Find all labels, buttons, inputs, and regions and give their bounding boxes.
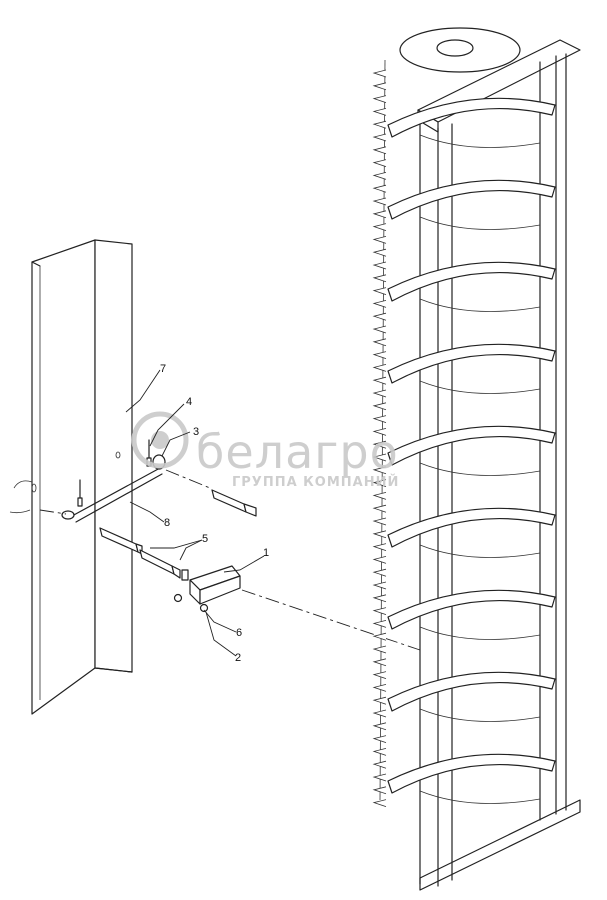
rotor-tooth (372, 671, 387, 679)
auger-flight-edge (419, 790, 541, 804)
rotor-tooth (372, 146, 387, 155)
rotor-tooth (372, 274, 387, 283)
assembly-lines (39, 469, 421, 651)
rotor-tooth (372, 248, 387, 257)
rotor-tooth (372, 709, 387, 718)
rotor-tooth (372, 543, 387, 551)
rotor-tooth (372, 223, 387, 231)
callout-4: 4 (186, 396, 192, 408)
rotor-tooth (372, 530, 387, 539)
rotor-tooth (372, 287, 387, 295)
callout-8: 8 (164, 517, 170, 529)
watermark-brand: белагро (196, 425, 399, 479)
rotor-tooth (372, 748, 387, 756)
auger-flight-edge (419, 708, 541, 722)
rotor-tooth (372, 492, 387, 500)
rotor-tooth (372, 568, 387, 577)
rotor-tooth (372, 120, 387, 129)
rotor-tooth (372, 236, 387, 244)
rotor-tooth (372, 364, 387, 372)
auger-flight (387, 97, 556, 138)
rotor-tooth (372, 300, 387, 308)
auger-flight (387, 753, 556, 794)
auger-flight (387, 179, 556, 220)
rotor-tooth (372, 312, 387, 321)
callout-3: 3 (193, 426, 199, 438)
rotor-tooth (372, 133, 387, 142)
callout-5: 5 (202, 533, 208, 545)
rotor-tooth (372, 389, 387, 398)
rotor-tooth (372, 184, 387, 193)
rotor-tooth (372, 658, 387, 667)
rotor-tooth (372, 402, 387, 411)
rotor-tooth (372, 325, 387, 334)
auger-flight-edge (419, 298, 541, 312)
rotor-tooth (372, 82, 387, 91)
rotor-tooth (372, 632, 387, 641)
callout-2: 2 (235, 652, 241, 664)
rotor-tooth (372, 95, 387, 103)
rotor-tooth (372, 645, 387, 654)
rotor-tooth (372, 722, 387, 731)
rotor-tooth (372, 453, 387, 462)
rotor-tooth (372, 210, 387, 219)
auger-flight (387, 589, 556, 630)
rotor-tooth (372, 376, 387, 385)
auger-flight-edge (419, 380, 541, 394)
rotor-tooth (372, 607, 387, 615)
rotor-tooth (372, 197, 387, 206)
rotor-tooth (372, 338, 387, 347)
rotor-tooth (372, 504, 387, 513)
strap-parts (99, 489, 257, 581)
rotor-tooth (372, 415, 387, 423)
rotor-tooth (372, 517, 387, 526)
callout-6: 6 (236, 627, 242, 639)
rotor-column (372, 27, 581, 891)
rotor-tooth (372, 620, 387, 628)
rotor-tooth (372, 479, 387, 487)
watermark-tagline: ГРУППА КОМПАНИЙ (232, 474, 399, 490)
bracket (173, 565, 241, 613)
auger-flight-edge (419, 544, 541, 558)
rotor-tooth (372, 159, 387, 167)
auger-flight-edge (419, 216, 541, 230)
auger-flight-edge (419, 134, 541, 148)
rotor-tooth (372, 760, 387, 769)
rotor-tooth (372, 440, 387, 449)
rotor-tooth (372, 69, 387, 78)
rotor-tooth (372, 172, 387, 180)
rotor-tooth (372, 735, 387, 743)
auger-flight (387, 425, 556, 466)
auger-flight (387, 507, 556, 548)
callout-7: 7 (160, 363, 166, 375)
rotor-tooth (372, 581, 387, 590)
callout-labels: 1 2 3 4 5 6 7 8 (160, 363, 269, 664)
rotor-tooth (372, 773, 387, 782)
rotor-tooth (372, 696, 387, 705)
rotor-tooth (372, 556, 387, 564)
rotor-tooth (372, 261, 387, 270)
rotor-tooth (372, 428, 387, 436)
auger-flight (387, 343, 556, 384)
rotor-tooth (372, 799, 387, 807)
leader-lines (125, 369, 265, 657)
watermark: белагро ГРУППА КОМПАНИЙ (131, 411, 399, 490)
rotor-tooth (372, 684, 387, 692)
auger-flight (387, 261, 556, 302)
callout-1: 1 (263, 547, 269, 559)
rotor-tooth (372, 108, 387, 116)
auger-flight (387, 671, 556, 712)
rotor-tooth (372, 594, 387, 603)
rotor-tooth (372, 786, 387, 795)
auger-flight-edge (419, 626, 541, 640)
auger-flight-edge (419, 462, 541, 476)
rotor-tooth (372, 466, 387, 475)
rotor-tooth (372, 351, 387, 359)
side-panel (9, 239, 133, 715)
